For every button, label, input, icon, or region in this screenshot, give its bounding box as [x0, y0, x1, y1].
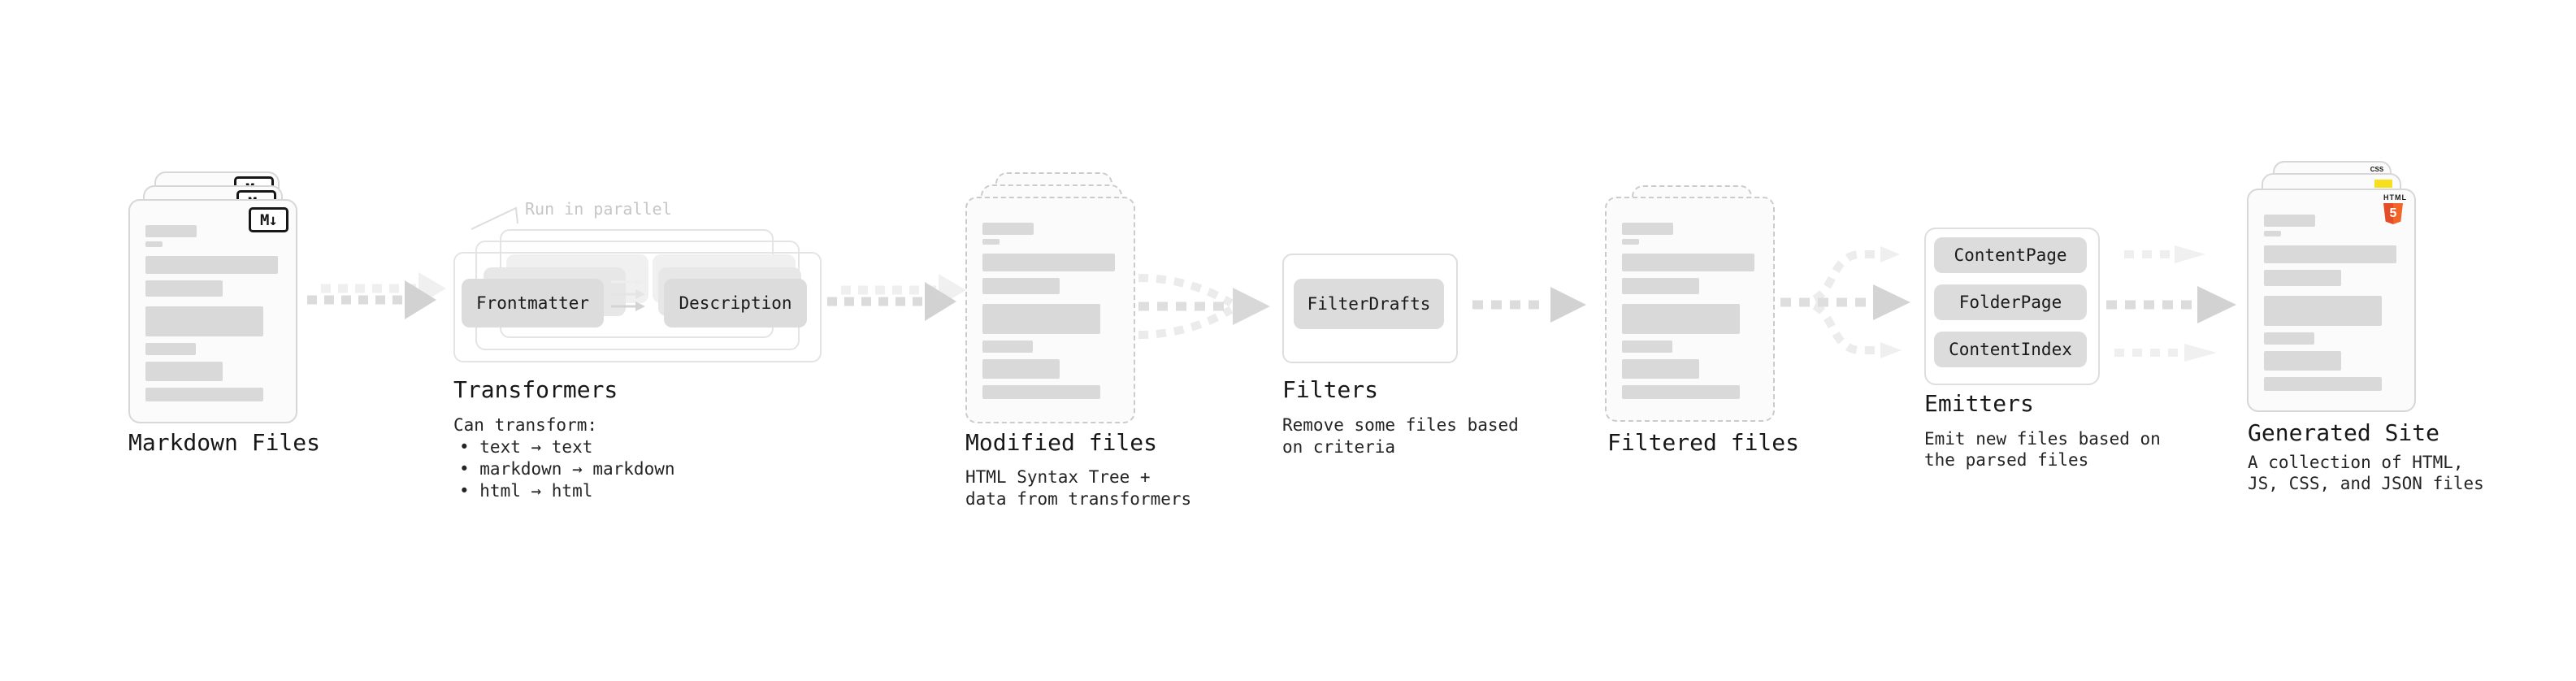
modified-caption: HTML Syntax Tree + data from transformer…	[965, 466, 1191, 510]
flow-arrows-emit	[2106, 245, 2236, 362]
placeholder-text-bar	[982, 340, 1033, 353]
filters-caption: Remove some files based on criteria	[1282, 414, 1519, 458]
transformer-node-frontmatter: Frontmatter	[462, 279, 604, 327]
stage-label-generated-site: Generated Site	[2248, 419, 2440, 446]
stage-label-modified-files: Modified files	[965, 429, 1158, 456]
placeholder-text-bar	[145, 362, 223, 381]
transformers-caption: Can transform: • text → text • markdown …	[453, 414, 675, 502]
placeholder-text-bar	[1622, 223, 1673, 235]
stage-label-transformers: Transformers	[453, 376, 618, 403]
stage-label-filters: Filters	[1282, 376, 1379, 403]
caption-bullet: • markdown → markdown	[459, 459, 675, 479]
placeholder-text-bar	[1622, 385, 1740, 399]
caption-line: A collection of HTML,	[2248, 453, 2464, 472]
caption-bullet: • text → text	[459, 437, 593, 457]
placeholder-text-bar	[2264, 296, 2382, 326]
stage-label-emitters: Emitters	[1924, 390, 2034, 417]
parallel-arrows-icon	[611, 277, 645, 311]
caption-line: the parsed files	[1924, 450, 2089, 470]
transformer-node-description: Description	[664, 279, 807, 327]
placeholder-text-bar	[982, 239, 1000, 245]
placeholder-text-bar	[145, 280, 223, 297]
placeholder-text-bar	[982, 223, 1034, 235]
run-in-parallel-note: Run in parallel	[525, 199, 672, 219]
transformers-panel	[453, 252, 822, 362]
placeholder-text-bar	[2264, 351, 2341, 371]
html5-shield: 5	[2383, 203, 2403, 224]
site-file-card: HTML 5	[2247, 189, 2416, 412]
flow-arrow-fanout	[1780, 246, 1910, 358]
caption-line: Remove some files based	[1282, 415, 1519, 435]
placeholder-text-bar	[2264, 270, 2341, 286]
markdown-file-card: M↓	[128, 199, 297, 423]
placeholder-text-bar	[982, 278, 1060, 294]
flow-arrow-1	[307, 272, 446, 319]
placeholder-text-bar	[145, 388, 263, 401]
caption-line: on criteria	[1282, 437, 1396, 457]
placeholder-text-bar	[1622, 278, 1699, 294]
placeholder-text-bar	[145, 241, 163, 247]
placeholder-text-bar	[2264, 332, 2314, 345]
note-leader-line	[471, 206, 518, 230]
placeholder-text-bar	[1622, 254, 1754, 271]
flow-arrow-merge	[1138, 274, 1270, 339]
placeholder-text-bar	[2264, 245, 2396, 263]
placeholder-text-bar	[145, 225, 197, 237]
emitter-node-contentindex: ContentIndex	[1934, 332, 2087, 367]
placeholder-text-bar	[145, 343, 196, 355]
placeholder-text-bar	[2264, 231, 2281, 236]
placeholder-text-bar	[145, 306, 263, 336]
placeholder-text-bar	[1622, 304, 1740, 334]
emitter-node-contentpage: ContentPage	[1934, 237, 2087, 273]
modified-file-card	[965, 197, 1135, 423]
placeholder-text-bar	[982, 359, 1060, 379]
placeholder-text-bar	[145, 256, 278, 274]
caption-line: HTML Syntax Tree +	[965, 467, 1151, 487]
emitters-caption: Emit new files based on the parsed files	[1924, 428, 2161, 471]
caption-line: data from transformers	[965, 489, 1192, 509]
filter-node-filterdrafts: FilterDrafts	[1294, 279, 1444, 329]
html5-number: 5	[2389, 206, 2397, 220]
filtered-file-card	[1605, 197, 1775, 422]
flow-arrow-2	[827, 274, 966, 321]
emitter-node-folderpage: FolderPage	[1934, 284, 2087, 320]
js-icon	[2374, 180, 2392, 188]
stage-label-filtered-files: Filtered files	[1607, 429, 1800, 456]
html5-wordmark: HTML	[2383, 193, 2407, 202]
placeholder-text-bar	[982, 304, 1100, 334]
flow-arrow-3	[1472, 287, 1586, 323]
markdown-icon: M↓	[249, 207, 288, 232]
site-caption: A collection of HTML, JS, CSS, and JSON …	[2248, 452, 2484, 494]
caption-line: Can transform:	[453, 415, 598, 435]
placeholder-text-bar	[1622, 239, 1639, 245]
caption-bullet: • html → html	[459, 481, 593, 501]
caption-line: JS, CSS, and JSON files	[2248, 474, 2484, 493]
placeholder-text-bar	[2264, 377, 2382, 391]
html5-icon: HTML 5	[2383, 193, 2407, 224]
placeholder-text-bar	[982, 254, 1115, 271]
stage-label-markdown-files: Markdown Files	[128, 429, 321, 456]
placeholder-text-bar	[1622, 359, 1699, 379]
placeholder-text-bar	[1622, 340, 1672, 353]
placeholder-text-bar	[2264, 215, 2315, 227]
placeholder-text-bar	[982, 385, 1100, 399]
caption-line: Emit new files based on	[1924, 429, 2161, 449]
